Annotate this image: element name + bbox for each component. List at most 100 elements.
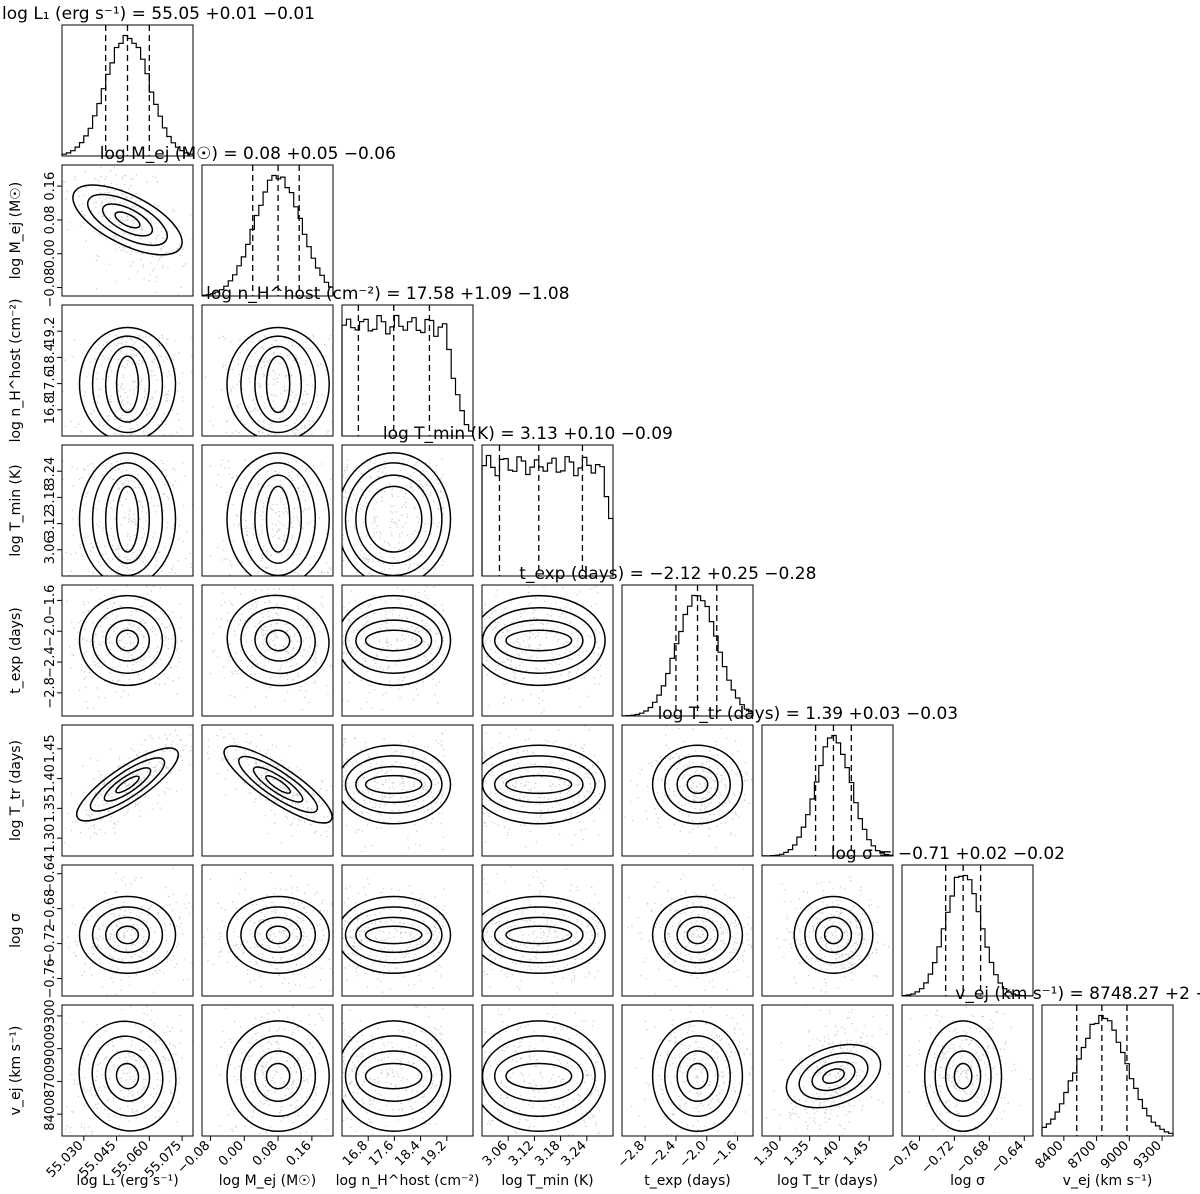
x-axis-label-texp: t_exp (days) [644,1173,730,1189]
y-tick-label-vej-3: 9300 [43,999,58,1032]
contour-level-3 [265,485,291,553]
contour-level-0 [342,744,452,825]
panel-content [342,585,452,711]
contour-level-0 [342,1020,452,1133]
contour-level-2 [101,203,154,237]
panel-frame [761,864,894,997]
contour-level-0 [78,1020,177,1132]
x-tick-label-logTmin-2: 3.18 [532,1138,563,1169]
x-tick-label-lognH-1: 17.6 [366,1138,397,1169]
x-tick-label-lognH-0: 16.8 [340,1138,371,1169]
panel-title-lognH: log n_H^host (cm⁻²) = 17.58 +1.09 −1.08 [206,284,569,304]
panel-lognH-texp [341,584,474,717]
contour-level-3 [265,355,291,414]
y-axis-label-logTmin: log T_min (K) [8,464,24,556]
contour-level-1 [344,462,443,576]
panel-title-vej: v_ej (km s⁻¹) = 8748.27 +2 −1 [955,984,1200,1004]
contour-level-2 [493,916,584,954]
panel-title-logL1: log L₁ (erg s⁻¹) = 55.05 +0.01 −0.01 [2,4,315,24]
panel-frame [621,1004,754,1137]
contour-level-0 [226,452,330,576]
contour-level-1 [240,1035,317,1118]
scatter-points [66,585,193,710]
y-tick-label-lognH-0: 16.8 [43,395,58,424]
contour-level-0 [651,744,744,825]
contour-level-1 [240,606,316,675]
panel-logTmin-logTtr [481,724,614,857]
y-tick-label-texp-1: −2.4 [43,646,58,678]
panel-content [631,1005,753,1136]
panel-content [482,866,606,994]
y-tick-label-texp-3: −1.6 [43,585,58,617]
contour-level-3 [823,925,844,945]
contour-level-3 [115,775,140,794]
contour-level-0 [482,744,606,825]
panel-logMej-logTtr [201,724,334,857]
x-tick-label-texp-2: −2.0 [677,1138,710,1171]
contour-level-2 [355,916,433,954]
panel-frame [61,864,194,997]
contour-level-3 [115,485,140,553]
contour-level-2 [944,1050,982,1102]
contour-level-2 [254,345,303,423]
panel-content [482,1005,606,1136]
panel-logL1-vej [61,1004,194,1137]
contour-level-2 [493,765,584,804]
panel-frame [341,1004,474,1137]
panel-title-logMej: log M_ej (M☉) = 0.08 +0.05 −0.06 [100,144,396,164]
panel-content [776,876,893,993]
contour-level-2 [355,1050,433,1102]
y-tick-label-logMej-1: 0.00 [43,239,58,268]
scatter-points [482,866,600,994]
scatter-points [482,725,601,848]
panel-content [209,587,333,711]
contour-level-3 [115,629,140,652]
panel-lognH-logTmin [341,444,474,577]
contour-level-3 [115,925,140,945]
panel-logTtr-vej [761,1004,894,1137]
panel-frame [481,1004,614,1137]
scatter-points [65,1005,193,1136]
y-tick-label-logMej-0: −0.08 [43,268,58,308]
contour-level-0 [793,895,874,975]
panel-frame [901,1004,1034,1137]
histogram-logMej [201,174,334,296]
panel-title-logTtr: log T_tr (days) = 1.39 +0.03 −0.03 [658,704,959,724]
contour-level-2 [103,767,152,802]
panel-content [63,726,193,844]
panel-frame-logTmin [481,444,614,577]
x-tick-label-logTtr-0: 1.30 [752,1138,783,1169]
contour-level-3 [364,774,423,795]
contour-level-2 [355,619,433,662]
contour-level-3 [822,1068,845,1085]
panel-content [203,872,333,992]
contour-level-1 [91,335,164,434]
x-tick-label-vej-3: 9300 [1131,1138,1165,1172]
panel-frame [201,1004,334,1137]
contour-level-2 [355,765,433,804]
panel-frame [621,724,754,857]
panel-frame [761,1004,894,1137]
contour-level-2 [254,916,303,954]
contour-level-1 [804,906,863,964]
panel-texp-vej [621,1004,754,1137]
y-axis-label-logTtr: log T_tr (days) [8,740,24,841]
panel-content [207,729,333,844]
x-axis-label-lognH: log n_H^host (cm⁻²) [336,1173,480,1189]
contour-level-2 [104,345,151,423]
panel-content [624,725,753,856]
panel-texp-logTtr [621,724,754,857]
x-tick-label-logsigma-2: −0.68 [953,1138,992,1177]
panel-logMej-lognH [201,304,334,437]
contour-level-1 [240,335,317,434]
contour-level-0 [342,452,452,576]
y-tick-label-logTmin-0: 3.06 [43,535,58,564]
y-tick-label-logMej-2: 0.08 [43,205,58,234]
scatter-points [215,1005,333,1135]
y-tick-label-logsigma-0: −0.76 [43,959,58,999]
panel-title-logTmin: log T_min (K) = 3.13 +0.10 −0.09 [383,424,673,444]
panel-frame [61,584,194,717]
panel-logL1-logsigma [61,864,194,997]
contour-level-3 [686,925,709,945]
panel-frame [61,1004,194,1137]
